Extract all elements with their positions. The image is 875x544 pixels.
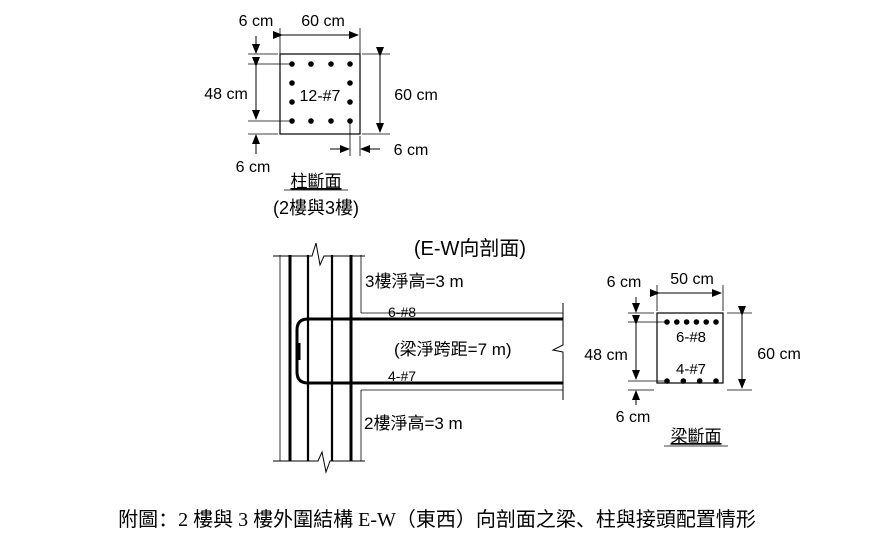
column-section: 12-#7 60 cm 6 cm 48 cm 6 cm 60 cm 6 cm 柱… [204,13,438,218]
beam-bottom-rebar [664,378,670,384]
column-rebar [308,118,314,124]
span-label: (梁淨跨距=7 m) [394,340,512,359]
column-rebar [308,61,314,67]
column-width-label: 60 cm [301,13,345,30]
beam-rebars [664,319,719,384]
column-side-cover-label: 6 cm [394,142,429,159]
column-rebar-label: 12-#7 [300,88,341,105]
column-rebar [347,99,353,105]
beam-top-rebar [693,319,700,325]
upper-floor-label: 3樓淨高=3 m [365,272,464,291]
column-section-title: 柱斷面 [291,172,342,191]
column-rebar [347,80,353,86]
column-height-label: 60 cm [394,87,438,104]
bottom-rebar-label: 4-#7 [388,368,416,384]
beam-top-rebar [674,319,680,325]
beam-height-label: 60 cm [757,346,801,363]
beam-end-break-line [551,303,564,400]
beam-section: 6-#8 4-#7 50 cm 6 cm 48 cm 6 cm 60 cm 梁斷… [584,271,801,447]
beam-top-cover-label: 6 cm [607,274,642,291]
elevation-title: (E-W向剖面) [414,237,526,260]
beam-bottom-rebar [680,378,687,384]
top-break-line [273,242,365,267]
column-top-cover-label: 6 cm [239,13,274,30]
beam-outline [656,312,724,384]
column-rebar [328,118,334,124]
column-outline [279,53,361,135]
beam-top-rebar [713,319,719,325]
bottom-break-line [273,450,365,474]
beam-width-label: 50 cm [670,271,714,288]
column-rebar [328,61,334,67]
beam-bottom-rebar-label: 4-#7 [676,361,706,378]
elevation-section: (E-W向剖面) 3樓淨高=3 m 2樓淨高=3 m 6-#8 4-#7 (梁淨… [273,237,564,474]
top-rebar-label: 6-#8 [388,304,416,320]
beam-top-rebar [664,319,670,325]
figure-caption: 附圖：2 樓與 3 樓外圍結構 E-W（東西）向剖面之梁、柱與接頭配置情形 [118,508,756,531]
beam-top-rebar [683,319,690,325]
column-bottom-cover-label: 6 cm [236,159,271,176]
column-rebars [289,61,353,124]
beam-top-rebar [703,319,709,325]
beam-rebar-hook [295,317,563,385]
beam-inner-label: 48 cm [584,347,628,364]
column-rebar [289,99,295,105]
column-rebar [347,61,353,67]
beam-bottom-rebar [696,378,703,384]
beam-top-rebar-label: 6-#8 [676,329,706,346]
beam-bottom-cover-label: 6 cm [616,409,651,426]
column-section-subtitle: (2樓與3樓) [273,198,359,218]
column-inner-label: 48 cm [204,86,248,103]
beam-bottom-rebar [713,378,719,384]
lower-floor-label: 2樓淨高=3 m [364,414,463,433]
beam-section-title: 梁斷面 [671,427,722,446]
column-rebar [289,80,295,86]
